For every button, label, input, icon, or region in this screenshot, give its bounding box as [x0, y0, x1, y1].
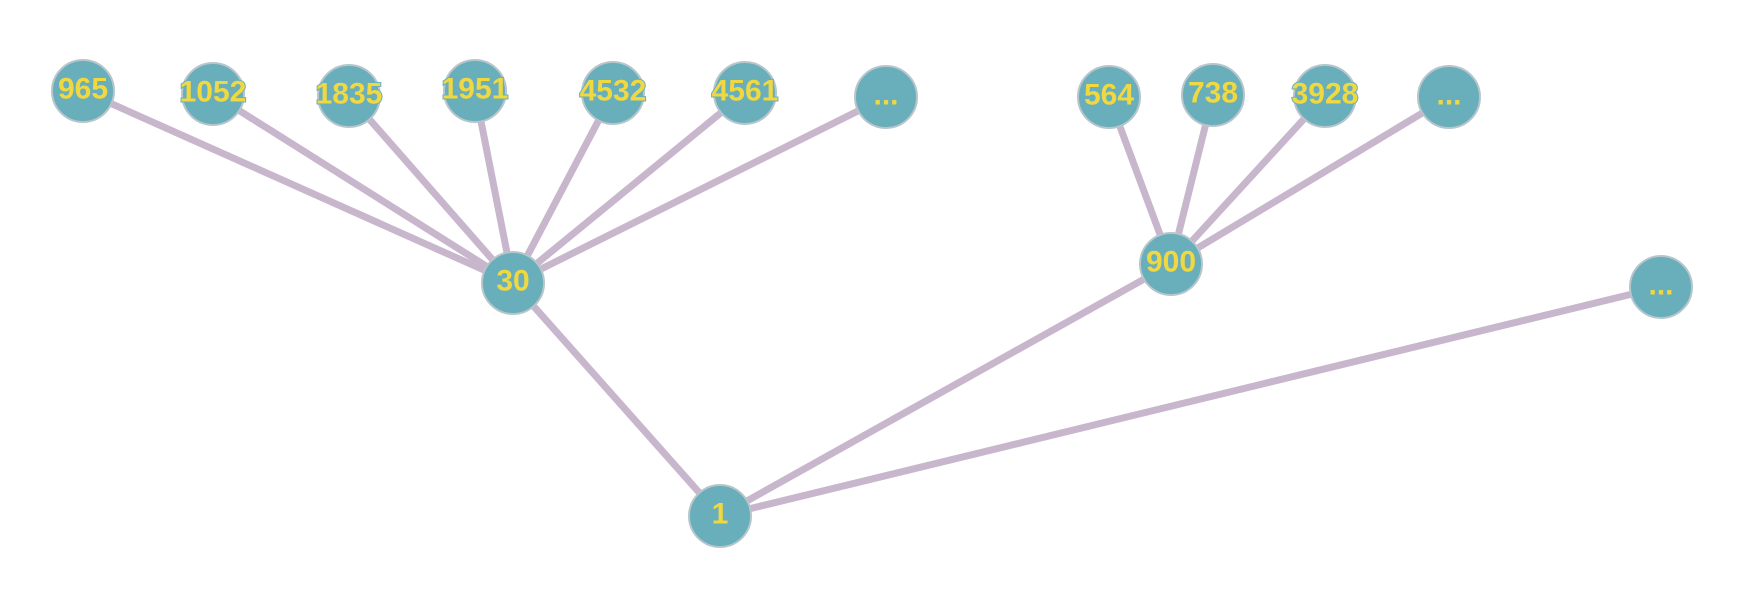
node-circle [1629, 255, 1693, 319]
node-label: 900 [1146, 246, 1196, 279]
node-n4561[interactable]: 4561 [711, 61, 779, 125]
node-circle [688, 484, 752, 548]
node-label: 1 [712, 498, 729, 531]
node-n1052[interactable]: 1052 [179, 62, 247, 126]
node-label: ... [873, 79, 898, 112]
node-label: 4532 [580, 75, 647, 108]
node-circle [317, 64, 381, 128]
node-circle [51, 59, 115, 123]
node-label: 1835 [316, 78, 383, 111]
node-n1951[interactable]: 1951 [441, 59, 509, 123]
node-label: 564 [1084, 79, 1134, 112]
node-circle [1417, 65, 1481, 129]
node-label: ... [1648, 269, 1673, 302]
node-n738[interactable]: 738 [1181, 63, 1245, 127]
node-label: 738 [1188, 77, 1238, 110]
edge-n1-n900 [716, 260, 1175, 520]
node-label: 1951 [442, 73, 509, 106]
node-label: 1052 [180, 76, 247, 109]
node-n900[interactable]: 900 [1139, 232, 1203, 296]
node-label: ... [1436, 79, 1461, 112]
node-n1[interactable]: 1 [688, 484, 752, 548]
node-n_more_900[interactable]: ... [1417, 65, 1481, 129]
edge-n30-n1835 [345, 92, 517, 287]
node-n_more_30[interactable]: ... [854, 65, 918, 129]
node-n_more_root[interactable]: ... [1629, 255, 1693, 319]
edge-n900-n3928 [1167, 92, 1329, 268]
node-circle [181, 62, 245, 126]
edge-n900-n_more_900 [1167, 93, 1453, 268]
node-label: 3928 [1292, 78, 1359, 111]
edge-n30-n_more_30 [509, 93, 890, 287]
edges-layer [79, 87, 1665, 520]
node-circle [481, 251, 545, 315]
edge-n1-n30 [509, 279, 724, 520]
node-label: 30 [496, 265, 529, 298]
node-n564[interactable]: 564 [1077, 65, 1141, 129]
edge-n30-n1951 [471, 87, 517, 287]
node-circle [443, 59, 507, 123]
node-circle [1181, 63, 1245, 127]
nodes-layer: 1 30 900... 965 1052 1835 1951 4532 4561... 564 73… [51, 59, 1693, 548]
node-circle [1293, 64, 1357, 128]
node-n30[interactable]: 30 [481, 251, 545, 315]
node-circle [581, 61, 645, 125]
edge-n30-n4561 [509, 89, 749, 287]
node-label: 965 [58, 73, 108, 106]
node-n4532[interactable]: 4532 [579, 61, 647, 125]
node-circle [713, 61, 777, 125]
node-circle [1139, 232, 1203, 296]
node-label: 4561 [712, 75, 779, 108]
node-n3928[interactable]: 3928 [1291, 64, 1359, 128]
node-n965[interactable]: 965 [51, 59, 115, 123]
edge-n30-n1052 [209, 90, 517, 287]
edge-n1-n_more_root [716, 283, 1665, 520]
node-n1835[interactable]: 1835 [315, 64, 383, 128]
node-circle [854, 65, 918, 129]
edge-n30-n965 [79, 87, 517, 287]
edge-n30-n4532 [509, 89, 617, 287]
node-circle [1077, 65, 1141, 129]
